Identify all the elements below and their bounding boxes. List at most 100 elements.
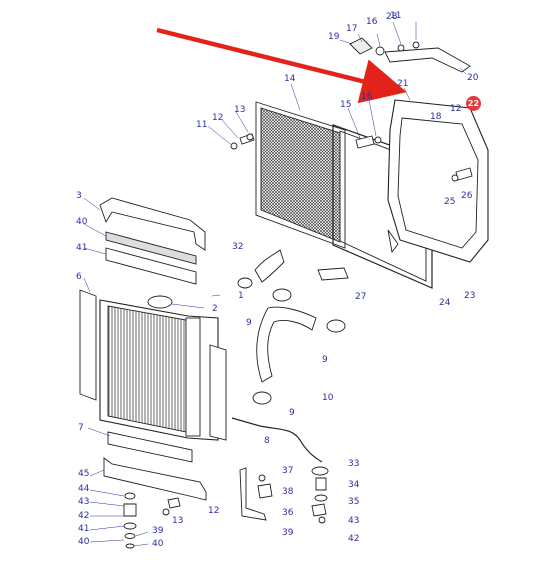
mount-bracket-45 xyxy=(103,457,207,501)
callout-label: 6 xyxy=(76,272,82,282)
bolt-12-bottom xyxy=(167,497,181,509)
callout-label: 15 xyxy=(340,100,352,110)
fitting-30 xyxy=(315,477,327,491)
callout-label: 36 xyxy=(282,508,294,518)
callout-label: 34 xyxy=(348,480,360,490)
callout-label: 24 xyxy=(439,298,451,308)
fitting-32 xyxy=(311,503,327,517)
callout-label: 23 xyxy=(464,291,476,301)
bolt-15 xyxy=(355,135,375,149)
callout-label: 43 xyxy=(348,516,360,526)
callout-label: 33 xyxy=(348,459,360,469)
callout-label: 3 xyxy=(76,191,82,201)
callout-label: 12 xyxy=(450,104,462,114)
washer-43 xyxy=(124,492,136,500)
callout-label: 18 xyxy=(430,112,442,122)
callout-label: 13 xyxy=(172,516,184,526)
callout-label: 10 xyxy=(322,393,334,403)
washer-24 xyxy=(451,174,459,182)
nut-39 xyxy=(125,543,135,549)
callout-label: 37 xyxy=(282,466,294,476)
seal-strip-5 xyxy=(105,247,197,285)
clamp-9-lower xyxy=(252,391,272,405)
callout-label: 9 xyxy=(289,408,295,418)
callout-label: 45 xyxy=(78,469,90,479)
washer-41 xyxy=(123,522,137,530)
callout-label: 42 xyxy=(348,534,360,544)
spacer-42 xyxy=(123,503,137,517)
callout-label: 11 xyxy=(390,11,402,21)
callout-label: 32 xyxy=(232,242,244,252)
callout-label: 20 xyxy=(467,73,479,83)
callout-label: 41 xyxy=(78,524,90,534)
nut-13-bottom xyxy=(162,508,170,516)
grille-screen-14 xyxy=(255,101,346,249)
seal-strip-3 xyxy=(99,197,206,251)
callout-label: 16 xyxy=(366,17,378,27)
callout-label: 17 xyxy=(346,24,358,34)
callout-label: 39 xyxy=(152,526,164,536)
callout-label: 40 xyxy=(76,217,88,227)
callout-label: 21 xyxy=(397,79,409,89)
callout-label: 27 xyxy=(355,292,367,302)
callout-label: 12 xyxy=(212,113,224,123)
clamp-9-upper-left xyxy=(237,277,253,289)
washer-11 xyxy=(412,41,420,49)
callout-label: 1 xyxy=(238,291,244,301)
callout-label: 13 xyxy=(234,105,246,115)
washer-31 xyxy=(314,494,328,502)
callout-label: 14 xyxy=(284,74,296,84)
callout-label: 25 xyxy=(444,197,456,207)
nut-35 xyxy=(258,474,266,482)
callout-label: 16 xyxy=(361,92,373,102)
callout-label: 2 xyxy=(212,304,218,314)
callout-label: 43 xyxy=(78,497,90,507)
nut-13-left xyxy=(246,133,254,141)
bracket-27 xyxy=(317,267,349,281)
callout-label: 40 xyxy=(152,539,164,549)
callout-label: 9 xyxy=(322,355,328,365)
nut-34 xyxy=(318,516,326,524)
highlight-badge[interactable]: 22 xyxy=(466,96,481,111)
callout-label: 26 xyxy=(461,191,473,201)
side-seal-right xyxy=(209,344,227,441)
clamp-9-right xyxy=(326,319,346,333)
callout-label: 35 xyxy=(348,497,360,507)
radiator-1 xyxy=(99,295,219,441)
callout-label: 39 xyxy=(282,528,294,538)
upper-hose-28 xyxy=(254,249,285,283)
bracket-20 xyxy=(384,47,471,73)
callout-label: 41 xyxy=(76,243,88,253)
seal-strip-4 xyxy=(105,231,197,265)
washer-38 xyxy=(124,533,136,539)
callout-label: 44 xyxy=(78,484,90,494)
lower-hose-10 xyxy=(256,306,317,383)
callout-label: 40 xyxy=(78,537,90,547)
fan-shroud-23 xyxy=(387,99,489,263)
cap-29 xyxy=(311,466,329,476)
stay-bracket-37 xyxy=(239,467,267,521)
leader-lines xyxy=(83,21,467,547)
bolt-36 xyxy=(257,483,273,499)
callout-label: 19 xyxy=(328,32,340,42)
callout-label: 9 xyxy=(246,318,252,328)
clamp-9-upper xyxy=(272,288,292,302)
washer-17 xyxy=(375,46,385,56)
callout-label: 11 xyxy=(196,120,208,130)
radiator-cap-2 xyxy=(147,295,173,309)
washer-16 xyxy=(374,136,382,144)
callout-label: 38 xyxy=(282,487,294,497)
callout-label: 28 xyxy=(386,12,398,22)
callout-label: 42 xyxy=(78,511,90,521)
callout-label: 8 xyxy=(264,436,270,446)
nut-16 xyxy=(397,44,405,52)
callout-label: 12 xyxy=(208,506,220,516)
overflow-pipe-6 xyxy=(231,417,323,463)
pointer-arrow xyxy=(156,27,407,104)
side-seal-7 xyxy=(79,289,97,401)
bolt-19 xyxy=(349,37,373,55)
seal-strip-8 xyxy=(107,431,193,463)
washer-11-left xyxy=(230,142,238,150)
